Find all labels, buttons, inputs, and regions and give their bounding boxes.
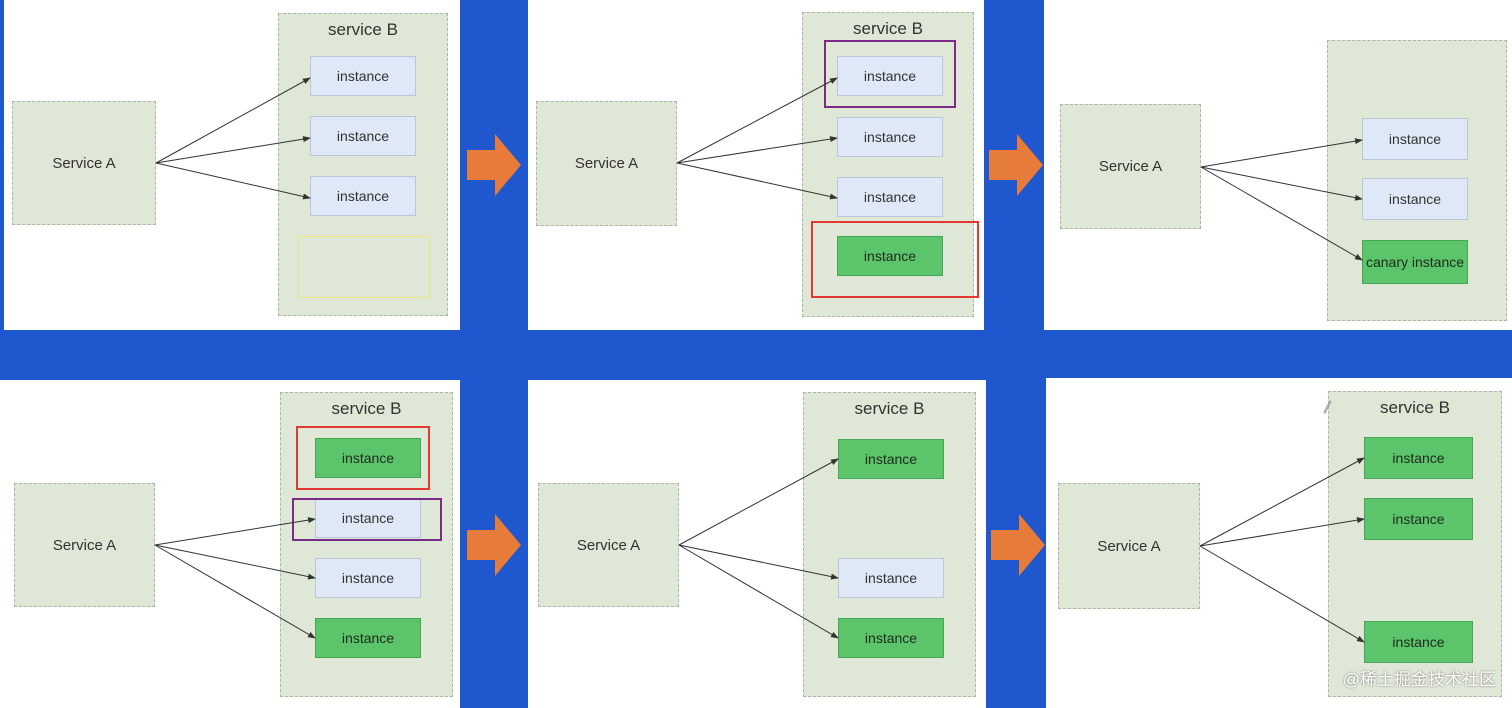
canary-instance: canary instance bbox=[1362, 240, 1468, 284]
instance-old: instance bbox=[315, 558, 421, 598]
instance-new: instance bbox=[1364, 621, 1473, 663]
instance-new: instance bbox=[838, 439, 944, 479]
instance-old: instance bbox=[315, 498, 421, 538]
panel-step-4: Service A service B instance instance in… bbox=[0, 380, 460, 708]
pencil-icon bbox=[1323, 400, 1332, 414]
service-a-box: Service A bbox=[14, 483, 155, 607]
instance-old: instance bbox=[837, 177, 943, 217]
service-a-box: Service A bbox=[1058, 483, 1200, 609]
instance-old: instance bbox=[1362, 118, 1468, 160]
instance-old: instance bbox=[310, 56, 416, 96]
instance-old: instance bbox=[837, 117, 943, 157]
service-a-box: Service A bbox=[1060, 104, 1201, 229]
service-b-label: service B bbox=[331, 399, 402, 418]
instance-new: instance bbox=[838, 618, 944, 658]
step-arrow-icon bbox=[467, 514, 521, 576]
instance-new: instance bbox=[1364, 498, 1473, 540]
panel-step-6: Service A service B instance instance in… bbox=[1046, 378, 1512, 708]
service-a-label: Service A bbox=[52, 154, 116, 172]
service-a-box: Service A bbox=[12, 101, 156, 225]
instance-new: instance bbox=[1364, 437, 1473, 479]
watermark: @稀土掘金技术社区 bbox=[1342, 670, 1496, 689]
instance-new: instance bbox=[315, 438, 421, 478]
empty-slot-placeholder bbox=[298, 236, 430, 298]
highlight-new-instance bbox=[296, 426, 430, 490]
service-a-box: Service A bbox=[536, 101, 677, 226]
service-a-label: Service A bbox=[1098, 158, 1163, 175]
instance-old: instance bbox=[1362, 178, 1468, 220]
service-a-box: Service A bbox=[538, 483, 679, 607]
highlight-new-instance bbox=[811, 221, 979, 298]
service-b-label: service B bbox=[1380, 398, 1450, 417]
service-a-label: Service A bbox=[1097, 537, 1161, 555]
service-b-label: service B bbox=[854, 399, 925, 418]
service-b-label: service B bbox=[328, 20, 398, 39]
service-a-label: Service A bbox=[574, 155, 639, 172]
instance-old: instance bbox=[837, 56, 943, 96]
panel-step-2: Service A service B instance instance in… bbox=[528, 0, 984, 330]
panel-step-3: Service A instance instance canary insta… bbox=[1044, 0, 1512, 330]
service-b-label: service B bbox=[853, 19, 923, 38]
instance-old: instance bbox=[310, 116, 416, 156]
instance-old: instance bbox=[838, 558, 944, 598]
instance-new: instance bbox=[837, 236, 943, 276]
highlight-instance-to-remove bbox=[824, 40, 956, 108]
service-a-label: Service A bbox=[576, 536, 641, 554]
instance-old: instance bbox=[310, 176, 416, 216]
panel-step-5: Service A service B instance instance in… bbox=[528, 380, 986, 708]
instance-new: instance bbox=[315, 618, 421, 658]
step-arrow-icon bbox=[989, 134, 1043, 196]
highlight-instance-to-remove bbox=[292, 498, 442, 541]
step-arrow-icon bbox=[467, 134, 521, 196]
panel-step-1: Service A service B instance instance in… bbox=[4, 0, 460, 330]
step-arrow-icon bbox=[991, 514, 1045, 576]
service-a-label: Service A bbox=[52, 536, 117, 554]
